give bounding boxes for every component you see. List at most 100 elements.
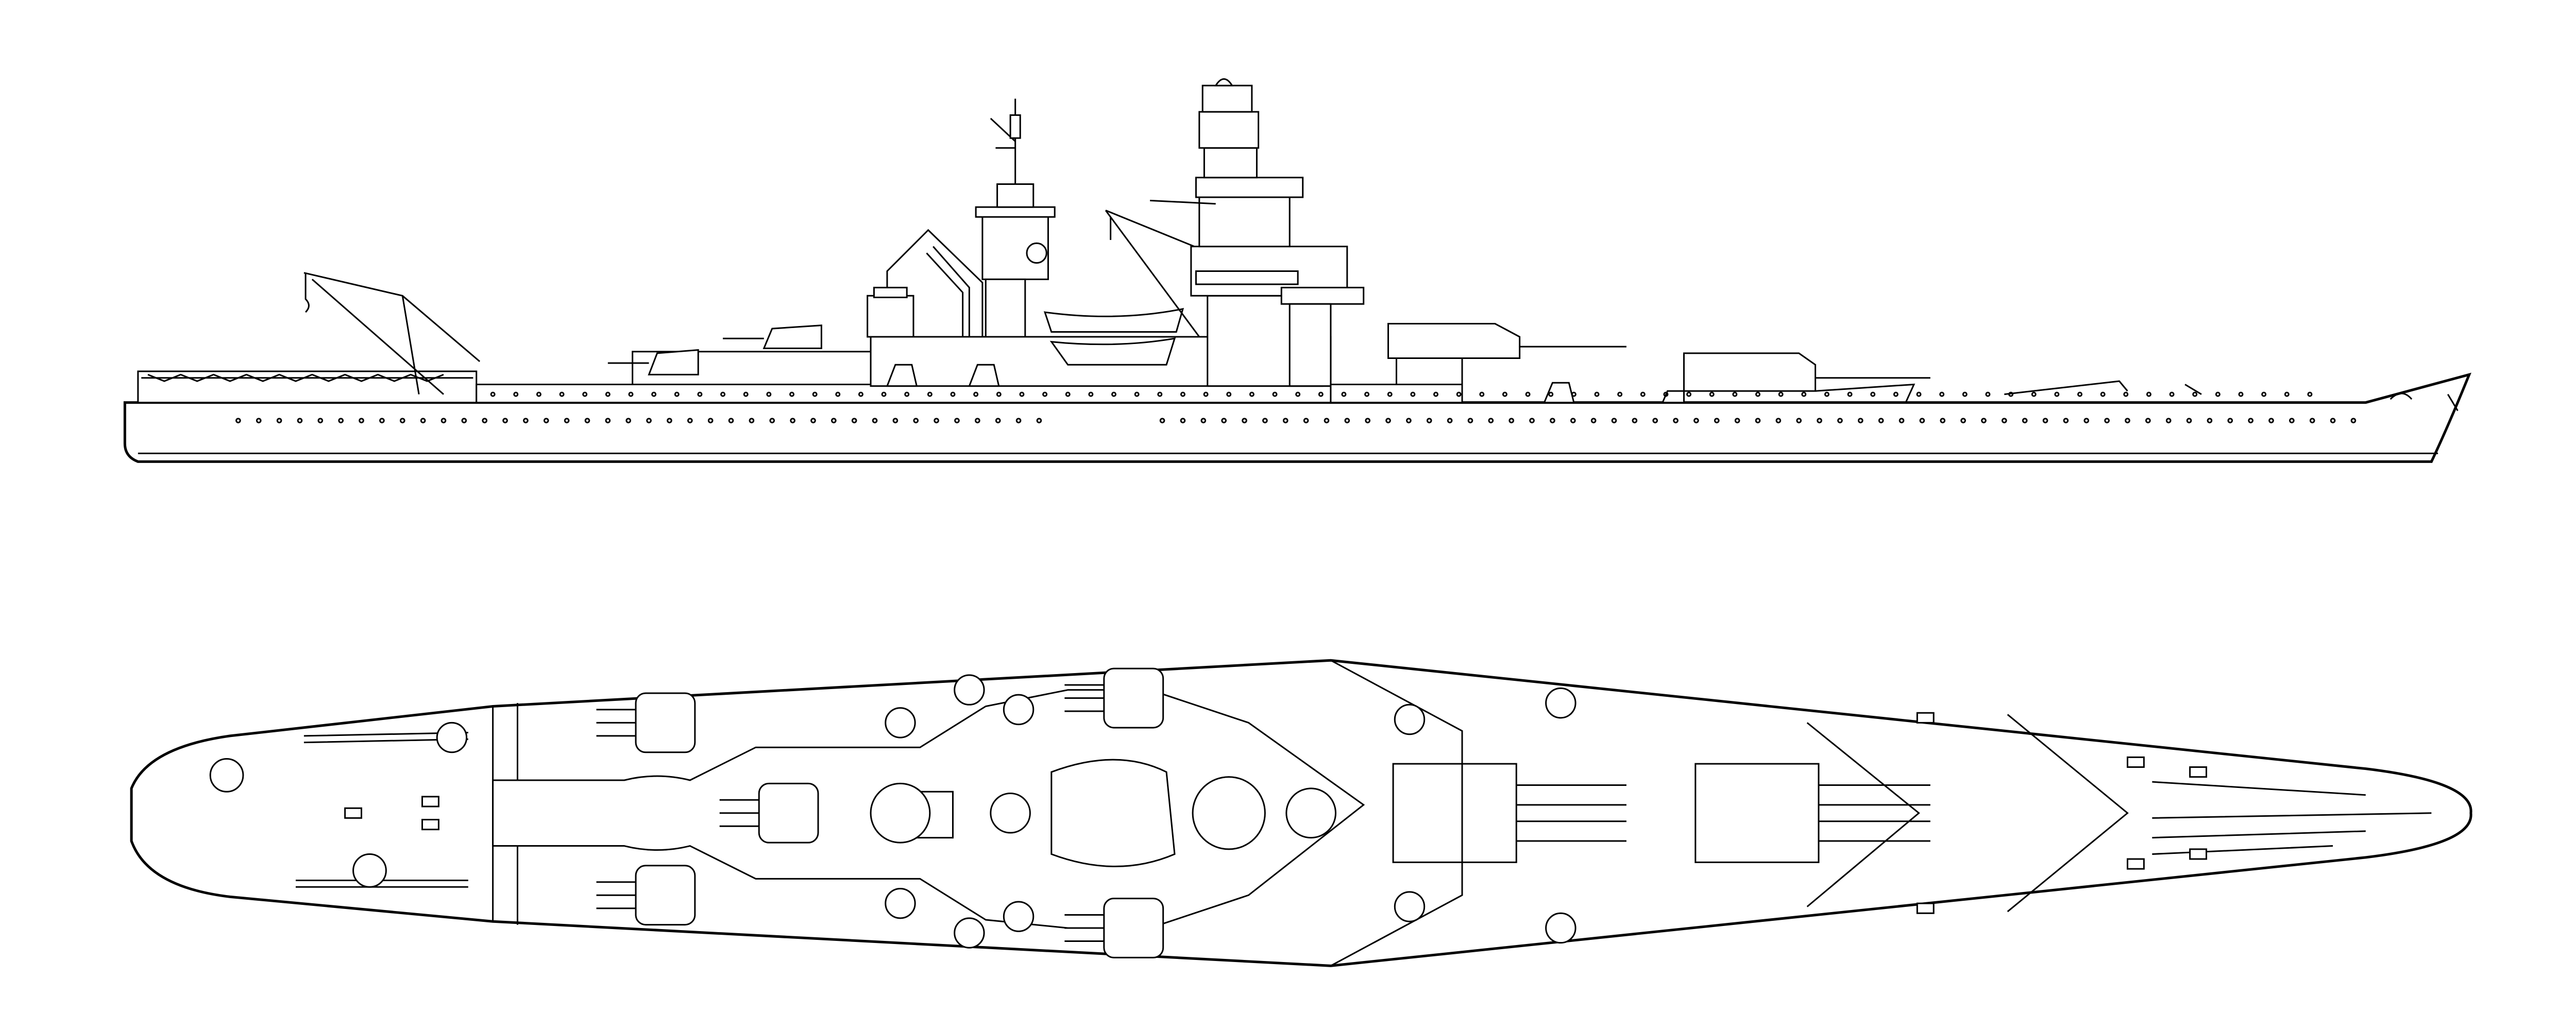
porthole <box>2310 419 2314 423</box>
porthole <box>2166 419 2171 423</box>
porthole <box>859 392 862 396</box>
porthole <box>1020 392 1024 396</box>
deck-fitting <box>2190 849 2207 859</box>
forward-superstructure <box>1281 287 1363 304</box>
porthole <box>2009 392 2013 396</box>
forward-tower-plan <box>1193 777 1265 849</box>
boat-large <box>1045 309 1183 332</box>
porthole <box>1158 392 1162 396</box>
porthole <box>790 392 793 396</box>
anchor-chains <box>2152 782 2431 854</box>
porthole <box>380 419 384 423</box>
porthole <box>1160 419 1164 423</box>
porthole <box>996 419 1000 423</box>
porthole <box>1776 419 1781 423</box>
porthole <box>647 419 651 423</box>
porthole <box>997 392 1001 396</box>
aircraft-crane <box>304 273 480 394</box>
deck-fitting <box>1917 713 1934 723</box>
boat-small <box>1052 338 1175 365</box>
secondary-turret-plan <box>636 866 695 925</box>
porthole <box>462 419 466 423</box>
main-turret-1-side <box>1388 324 1520 358</box>
porthole <box>1283 419 1287 423</box>
porthole <box>2228 419 2232 423</box>
porthole <box>1325 419 1329 423</box>
porthole <box>1551 419 1555 423</box>
porthole <box>491 392 495 396</box>
porthole <box>1838 419 1842 423</box>
porthole <box>1135 392 1139 396</box>
aa-mount-plan <box>955 675 984 705</box>
porthole <box>2216 392 2219 396</box>
catapult-pivot-port <box>437 723 466 752</box>
porthole <box>1735 419 1739 423</box>
porthole <box>2170 392 2174 396</box>
mainmast-top <box>997 184 1033 207</box>
aft-director <box>868 296 913 337</box>
forward-tower-bridge <box>1196 178 1302 197</box>
porthole <box>1963 392 1967 396</box>
forward-superstructure-lower <box>1290 304 1331 386</box>
secondary-turret-plan <box>1104 668 1163 728</box>
searchlight-aft <box>1027 243 1046 263</box>
boat-deck-plan <box>1052 760 1175 866</box>
aa-mount-plan <box>955 918 984 948</box>
porthole <box>1779 392 1783 396</box>
porthole <box>813 392 817 396</box>
porthole <box>1941 419 1945 423</box>
porthole <box>975 419 979 423</box>
secondary-turrets-plan <box>597 668 1163 957</box>
aa-mount-plan <box>1546 913 1575 942</box>
aa-mount-plan <box>1004 902 1033 931</box>
porthole <box>1591 419 1596 423</box>
porthole <box>2101 392 2105 396</box>
funnel-pipes <box>926 247 969 337</box>
porthole <box>1388 392 1392 396</box>
side-portholes <box>236 392 2355 422</box>
porthole <box>1802 392 1806 396</box>
porthole <box>2064 419 2068 423</box>
crane-pivot <box>210 759 243 792</box>
main-turret-2-guns-plan <box>1819 785 1930 841</box>
porthole <box>1871 392 1875 396</box>
porthole <box>675 392 679 396</box>
porthole <box>1920 419 1924 423</box>
porthole <box>1250 392 1253 396</box>
porthole <box>905 392 909 396</box>
mainmast-pole <box>991 99 1015 184</box>
porthole <box>2105 419 2109 423</box>
porthole <box>1304 419 1308 423</box>
secondary-turret-plan <box>759 783 818 843</box>
porthole <box>1797 419 1801 423</box>
porthole <box>928 392 931 396</box>
porthole <box>1571 419 1575 423</box>
aft-director-base <box>874 287 907 297</box>
side-elevation <box>125 79 2469 461</box>
porthole <box>1273 392 1277 396</box>
porthole <box>2262 392 2266 396</box>
porthole <box>1386 419 1391 423</box>
porthole <box>832 419 836 423</box>
porthole <box>2249 419 2253 423</box>
porthole <box>1694 419 1699 423</box>
porthole <box>524 419 528 423</box>
porthole <box>2043 419 2047 423</box>
secondary-turret-aft-2 <box>764 325 822 349</box>
aircraft-rail <box>141 374 473 381</box>
porthole <box>1848 392 1852 396</box>
porthole <box>1489 419 1493 423</box>
porthole <box>2055 392 2059 396</box>
porthole <box>1858 419 1862 423</box>
porthole <box>1825 392 1828 396</box>
porthole <box>1204 392 1208 396</box>
porthole <box>893 419 897 423</box>
porthole <box>1595 392 1599 396</box>
porthole <box>811 419 816 423</box>
porthole <box>1227 392 1231 396</box>
porthole <box>1296 392 1300 396</box>
porthole <box>770 419 774 423</box>
porthole <box>750 419 754 423</box>
porthole <box>2290 419 2294 423</box>
forward-tower-upper <box>1199 194 1290 247</box>
